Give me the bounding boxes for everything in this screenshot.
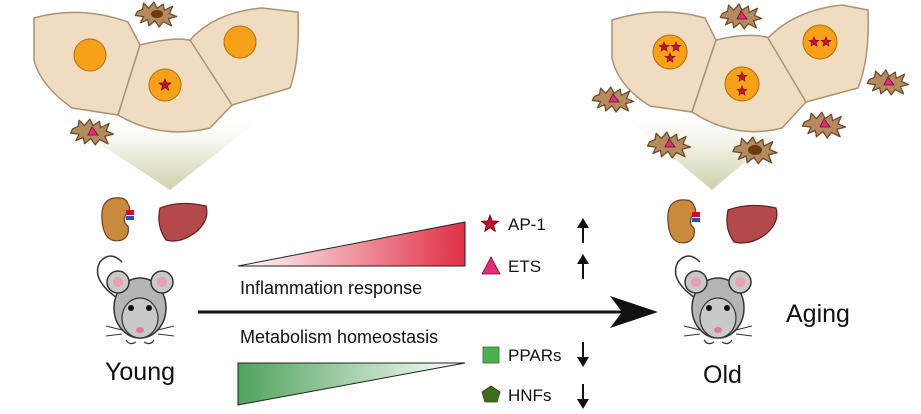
nucleus bbox=[802, 24, 838, 60]
kidney-vessels bbox=[692, 218, 700, 222]
ets-triangle-marker bbox=[664, 138, 676, 148]
kidney-vessels bbox=[126, 210, 134, 215]
nucleus bbox=[724, 66, 760, 102]
ets-triangle-marker bbox=[819, 118, 831, 128]
arrow-down-icon bbox=[577, 384, 589, 409]
nucleus bbox=[223, 25, 257, 59]
aging-arrowhead bbox=[610, 296, 658, 328]
kidney-vessels bbox=[126, 216, 134, 220]
young-label: Young bbox=[105, 358, 175, 386]
arrow-up-icon bbox=[577, 218, 589, 243]
metabolism-homeostasis-label: Metabolism homeostasis bbox=[240, 327, 439, 347]
ppars-legend-square-icon bbox=[482, 346, 500, 364]
metabolism-gradient-wedge bbox=[237, 362, 466, 406]
legend-ppars-label: PPARs bbox=[508, 346, 562, 365]
macrophage-nucleus bbox=[748, 145, 762, 155]
kidney-icon bbox=[667, 199, 697, 244]
ets-triangle-marker bbox=[883, 76, 895, 86]
arrow-up-icon bbox=[577, 254, 589, 279]
nucleus bbox=[73, 38, 107, 72]
liver-icon bbox=[726, 204, 778, 244]
kidney-vessels bbox=[692, 212, 700, 217]
inflammation-gradient-wedge bbox=[237, 221, 466, 267]
liver-icon bbox=[158, 202, 208, 242]
old-mouse-icon bbox=[674, 255, 753, 345]
ets-legend-triangle-icon bbox=[481, 256, 501, 275]
nucleus bbox=[652, 34, 688, 70]
young-mouse-icon bbox=[96, 255, 175, 345]
kidney-icon bbox=[101, 197, 131, 242]
macrophage-nucleus bbox=[151, 10, 163, 18]
ets-triangle-marker bbox=[608, 93, 620, 103]
ap1-legend-star-icon bbox=[480, 214, 500, 232]
arrow-down-icon bbox=[577, 342, 589, 367]
legend-ets-label: ETS bbox=[508, 257, 542, 276]
ets-triangle-marker bbox=[87, 126, 99, 136]
ets-triangle-marker bbox=[736, 10, 748, 20]
legend-hnfs-label: HNFs bbox=[508, 386, 552, 405]
hnfs-legend-pentagon-icon bbox=[481, 385, 501, 403]
legend-ap1-label: AP-1 bbox=[508, 215, 546, 234]
inflammation-response-label: Inflammation response bbox=[240, 278, 423, 298]
aging-label: Aging bbox=[786, 300, 850, 328]
old-label: Old bbox=[703, 361, 742, 389]
